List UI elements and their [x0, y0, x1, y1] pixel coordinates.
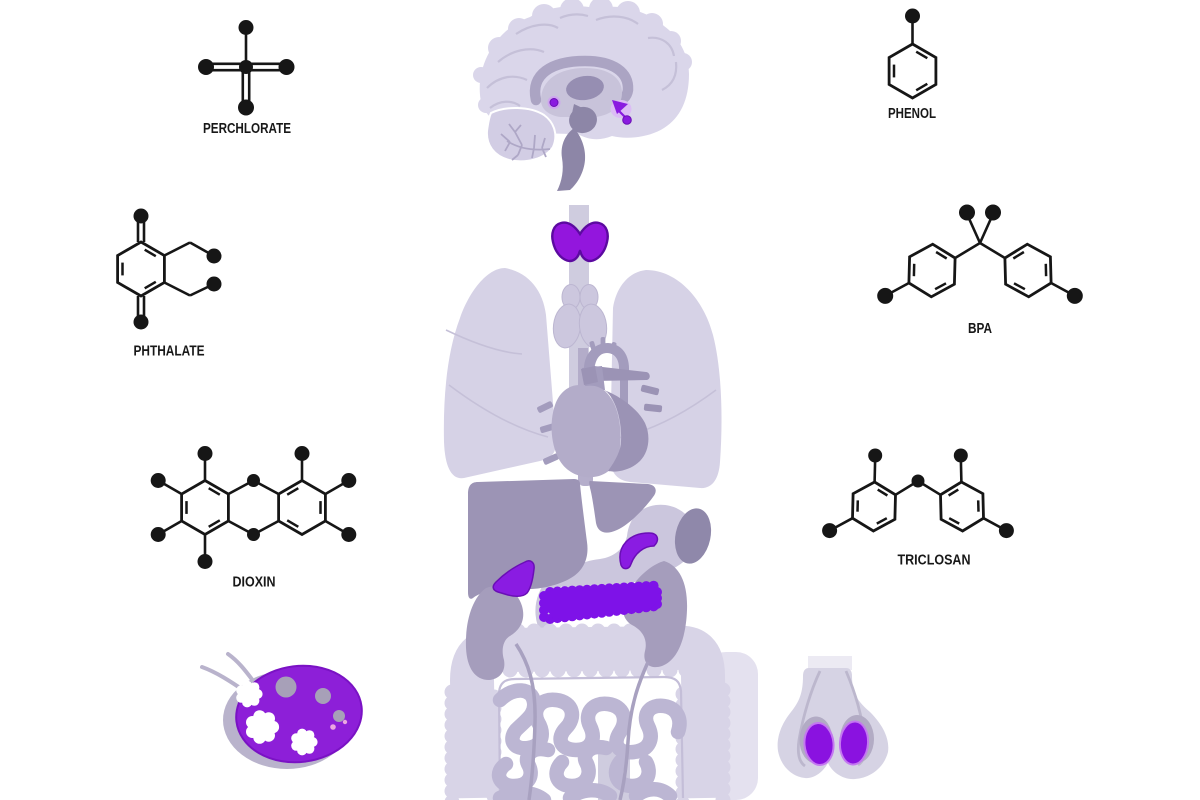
svg-text:PERCHLORATE: PERCHLORATE — [203, 121, 291, 137]
svg-text:DIOXIN: DIOXIN — [233, 575, 276, 591]
svg-text:TRICLOSAN: TRICLOSAN — [898, 553, 971, 569]
svg-text:PHENOL: PHENOL — [888, 106, 936, 122]
svg-text:PHTHALATE: PHTHALATE — [134, 344, 205, 360]
svg-text:BPA: BPA — [968, 321, 992, 337]
